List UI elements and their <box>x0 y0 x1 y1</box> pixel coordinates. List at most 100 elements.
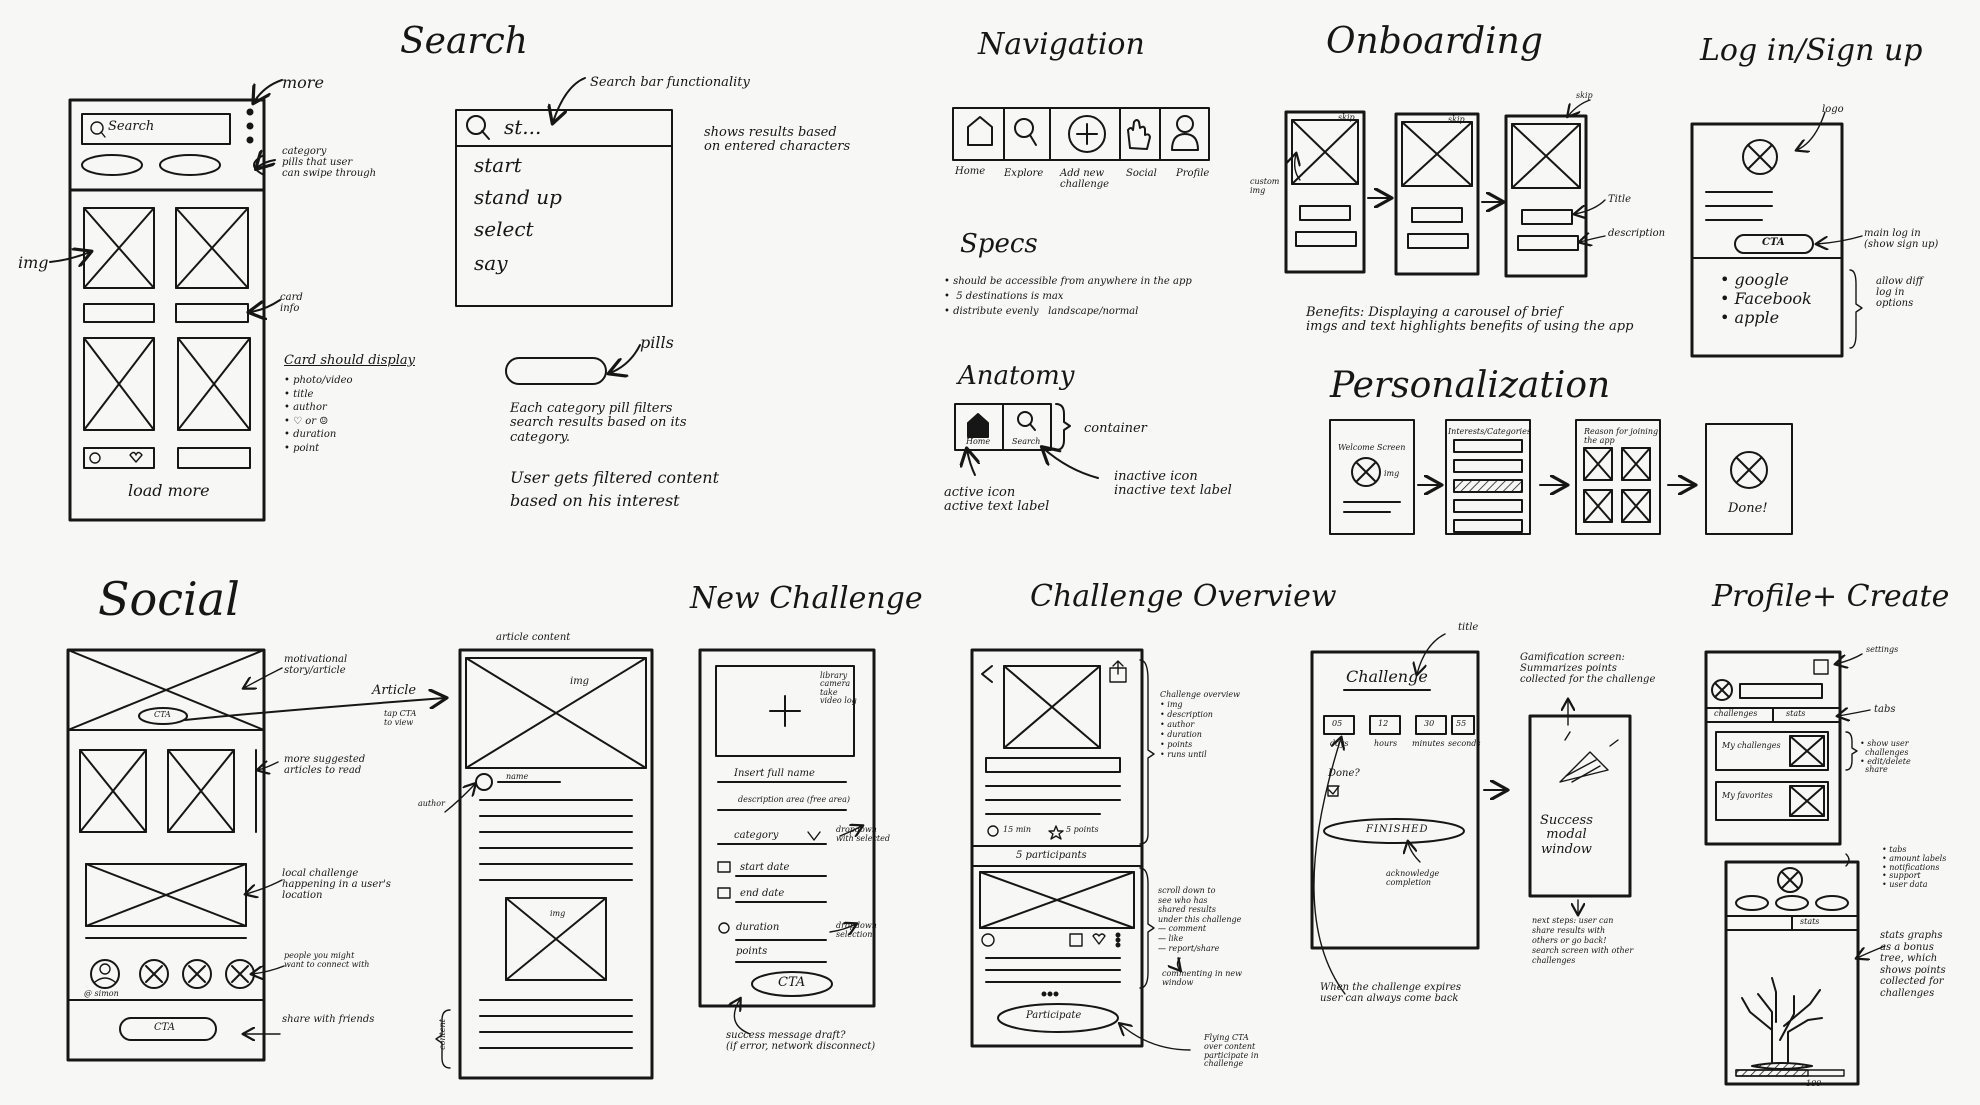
success-note: success message draft? (if error, networ… <box>726 1030 876 1052</box>
description-field[interactable]: description area (free area) <box>738 795 851 804</box>
next-steps-note: next steps: user can share results with … <box>1532 916 1634 965</box>
local-challenge-note: local challenge happening in a user's lo… <box>282 868 391 901</box>
end-date-field[interactable]: end date <box>740 888 785 899</box>
load-more-button[interactable]: load more <box>128 481 210 500</box>
more-suggested-note: more suggested articles to read <box>284 754 366 776</box>
nav-social-label: Social <box>1126 168 1157 179</box>
search-bar-dropdown <box>455 77 673 385</box>
typed-query: st... <box>504 115 542 139</box>
allow-options-note: allow diff log in options <box>1876 276 1923 309</box>
counter-minutes: 30 <box>1424 719 1435 728</box>
full-name-field[interactable]: Insert full name <box>734 768 815 779</box>
finished-button[interactable]: FINISHED <box>1366 824 1429 835</box>
unit-days: days <box>1330 739 1349 748</box>
stats-note: stats graphs as a bonus tree, which show… <box>1880 930 1946 999</box>
tabs-note: tabs <box>1874 704 1896 715</box>
duration-field[interactable]: duration <box>736 922 780 933</box>
login-options-list[interactable]: • google • Facebook • apple <box>1720 270 1812 328</box>
counter-seconds: 55 <box>1456 719 1467 728</box>
active-label: active icon active text label <box>944 485 1050 515</box>
expires-note: When the challenge expires user can alwa… <box>1320 982 1462 1004</box>
title-note: Title <box>1608 194 1632 205</box>
more-label: more <box>282 73 324 92</box>
tabs-list-note: • tabs • amount labels • notifications •… <box>1882 845 1947 890</box>
new-challenge-title: New Challenge <box>690 581 923 616</box>
show-user-note: • show user challenges • edit/delete sha… <box>1860 739 1911 775</box>
search-result-1[interactable]: start <box>474 153 522 177</box>
challenge-heading: Challenge <box>1346 667 1428 686</box>
done-label: Done! <box>1728 501 1768 516</box>
stats-tab[interactable]: stats <box>1800 917 1820 926</box>
login-title: Log in/Sign up <box>1700 33 1923 68</box>
counter-hours: 12 <box>1378 719 1389 728</box>
time-label: 15 min <box>1003 825 1032 834</box>
challenge-overview-sketch <box>970 648 1191 1051</box>
tab-stats[interactable]: stats <box>1786 709 1806 718</box>
points-field[interactable]: points <box>736 946 768 957</box>
article-content-note: article content <box>496 632 571 643</box>
dropdown-selection-note: dropdown selection <box>836 921 877 939</box>
search-title: Search <box>400 21 528 62</box>
benefits-note: Benefits: Displaying a carousel of brief… <box>1306 305 1634 335</box>
reason-label: Reason for joining the app <box>1584 427 1659 445</box>
simon-handle: @ simon <box>84 989 119 998</box>
login-screen-sketch <box>1690 111 1863 358</box>
people-note: people you might want to connect with <box>284 951 370 969</box>
share-note: share with friends <box>282 1014 375 1025</box>
social-title: Social <box>98 572 240 626</box>
welcome-screen-label: Welcome Screen <box>1338 443 1406 452</box>
participants-dropdown[interactable]: 5 participants <box>1016 850 1087 861</box>
participate-button[interactable]: Participate <box>1026 1010 1082 1021</box>
my-challenges-item[interactable]: My challenges <box>1722 741 1781 750</box>
card-display-list: • photo/video • title • author • ♡ or ☺ … <box>284 375 353 454</box>
dropdown-note: dropdown with selected <box>836 825 890 843</box>
my-favorites-item[interactable]: My favorites <box>1722 791 1773 800</box>
tap-cta-note: tap CTA to view <box>384 709 417 727</box>
profile-title: Profile+ Create <box>1712 579 1950 614</box>
search-phone-wireframe <box>49 79 283 522</box>
scroll-note: scroll down to see who has shared result… <box>1158 886 1242 953</box>
inactive-label: inactive icon inactive text label <box>1114 469 1232 499</box>
onboarding-skip-2[interactable]: skip <box>1448 115 1465 124</box>
article-name-label: name <box>506 772 529 781</box>
onboarding-skip-3[interactable]: skip <box>1576 91 1593 100</box>
category-field[interactable]: category <box>734 830 779 841</box>
motivational-note: motivational story/article <box>284 654 348 676</box>
custom-img-note: custom img <box>1250 177 1280 195</box>
search-result-3[interactable]: select <box>474 217 534 241</box>
author-note: author <box>418 799 445 808</box>
floating-cta-note: Flying CTA over content participate in c… <box>1204 1033 1259 1069</box>
acknowledge-note: acknowledge completion <box>1386 869 1440 887</box>
category-pills-note: category pills that user can swipe throu… <box>282 146 377 179</box>
nav-profile-label: Profile <box>1176 168 1210 179</box>
social-bottom-cta[interactable]: CTA <box>154 1022 175 1033</box>
search-result-2[interactable]: stand up <box>474 185 562 209</box>
social-feed-sketch <box>66 648 445 1062</box>
stats-screen-sketch <box>1724 853 1886 1086</box>
overview-list-note: Challenge overview • img • description •… <box>1160 690 1240 759</box>
search-result-4[interactable]: say <box>474 251 508 275</box>
img-note: img <box>18 253 49 272</box>
specs-title: Specs <box>960 229 1038 259</box>
start-date-field[interactable]: start date <box>740 862 790 873</box>
nav-home-label: Home <box>955 166 986 177</box>
article-img-label: img <box>570 676 590 687</box>
social-cta-button[interactable]: CTA <box>154 710 171 719</box>
unit-seconds: seconds <box>1448 739 1481 748</box>
article-note: Article <box>372 683 417 698</box>
card-info-note: card info <box>280 292 303 314</box>
onboarding-screens-sketch <box>1284 99 1606 278</box>
pill-filters-note: Each category pill filters search result… <box>510 401 687 445</box>
onboarding-skip-1[interactable]: skip <box>1338 113 1355 122</box>
new-challenge-form-sketch <box>698 648 876 1035</box>
unit-hours: hours <box>1374 739 1398 748</box>
container-label: container <box>1084 421 1147 436</box>
new-challenge-cta[interactable]: CTA <box>778 975 806 990</box>
description-note: description <box>1608 228 1666 239</box>
login-cta-button[interactable]: CTA <box>1762 237 1785 248</box>
tab-challenges[interactable]: challenges <box>1714 709 1758 718</box>
specs-list: • should be accessible from anywhere in … <box>944 276 1192 317</box>
challenge-detail-sketch <box>1310 633 1506 995</box>
library-note: library camera take video log <box>820 671 857 706</box>
